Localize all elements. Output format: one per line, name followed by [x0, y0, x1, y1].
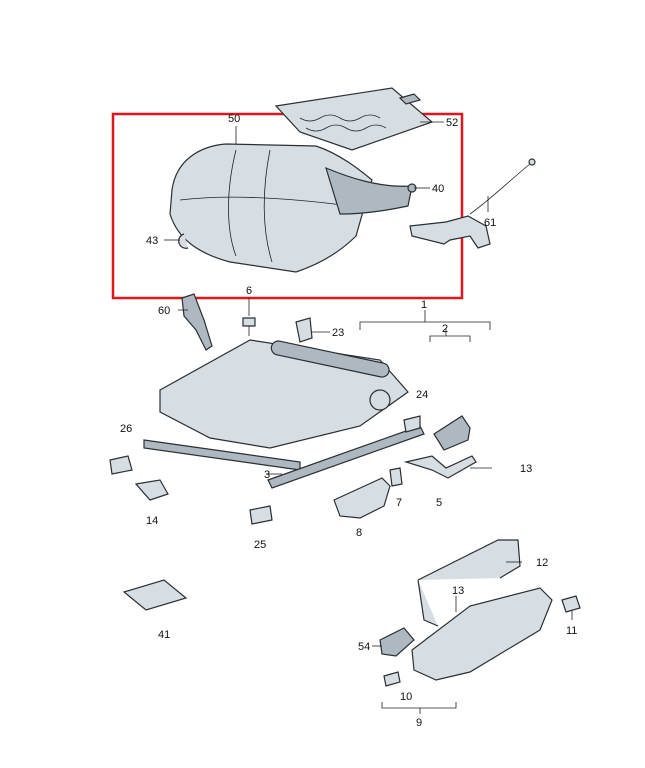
- callout-40: 40: [432, 183, 444, 195]
- callout-3: 3: [264, 469, 270, 481]
- callout-50: 50: [228, 113, 240, 125]
- callout-24: 24: [416, 389, 428, 401]
- side-cover: [411, 587, 553, 681]
- callout-7: 7: [396, 497, 402, 509]
- callout-1: 1: [421, 299, 427, 311]
- callout-11: 11: [566, 625, 577, 637]
- clip: [178, 233, 189, 249]
- bracket-small: [295, 317, 313, 343]
- part-11: [561, 595, 581, 613]
- callout-10: 10: [400, 691, 412, 703]
- callout-26: 26: [120, 423, 132, 435]
- callout-52: 52: [446, 117, 458, 129]
- seat-cushion: [169, 143, 413, 273]
- callout-61: 61: [484, 217, 496, 229]
- callout-60: 60: [158, 305, 170, 317]
- callout-2: 2: [442, 323, 448, 335]
- part-26: [109, 455, 133, 475]
- callout-43: 43: [146, 235, 158, 247]
- seat-frame: [143, 339, 425, 489]
- wiring-bracket: [409, 158, 536, 249]
- callout-13-upper: 13: [520, 463, 532, 475]
- belt-buckle: [181, 293, 213, 351]
- bracket-9: [381, 702, 457, 714]
- callout-41: 41: [158, 629, 170, 641]
- heating-mat: [274, 87, 434, 151]
- callout-12: 12: [536, 557, 548, 569]
- part-24: [403, 415, 421, 433]
- callout-25: 25: [254, 539, 266, 551]
- part-25: [249, 505, 273, 525]
- leader-lines: [164, 121, 573, 647]
- height-adjuster: [433, 415, 471, 451]
- callout-5: 5: [436, 497, 442, 509]
- frame-12: [417, 539, 521, 627]
- callout-14: 14: [146, 515, 158, 527]
- bracket-2: [429, 328, 471, 342]
- callout-23: 23: [332, 327, 344, 339]
- bracket-1: [359, 310, 491, 330]
- link-arm: [403, 455, 477, 479]
- callout-54: 54: [358, 641, 370, 653]
- callouts: 50 52 40 43 61 60 6 23 1 2 24 26 3 13 14…: [120, 113, 577, 729]
- callout-6: 6: [246, 285, 252, 297]
- callout-8: 8: [356, 527, 362, 539]
- callout-13-lower: 13: [452, 585, 464, 597]
- part-10: [383, 671, 401, 687]
- switch-54: [379, 627, 415, 657]
- trim-panel: [333, 477, 391, 519]
- part-7: [389, 467, 403, 487]
- part-14: [134, 479, 169, 501]
- callout-9: 9: [416, 717, 422, 729]
- bolt: [242, 317, 256, 336]
- pad-41: [122, 579, 188, 611]
